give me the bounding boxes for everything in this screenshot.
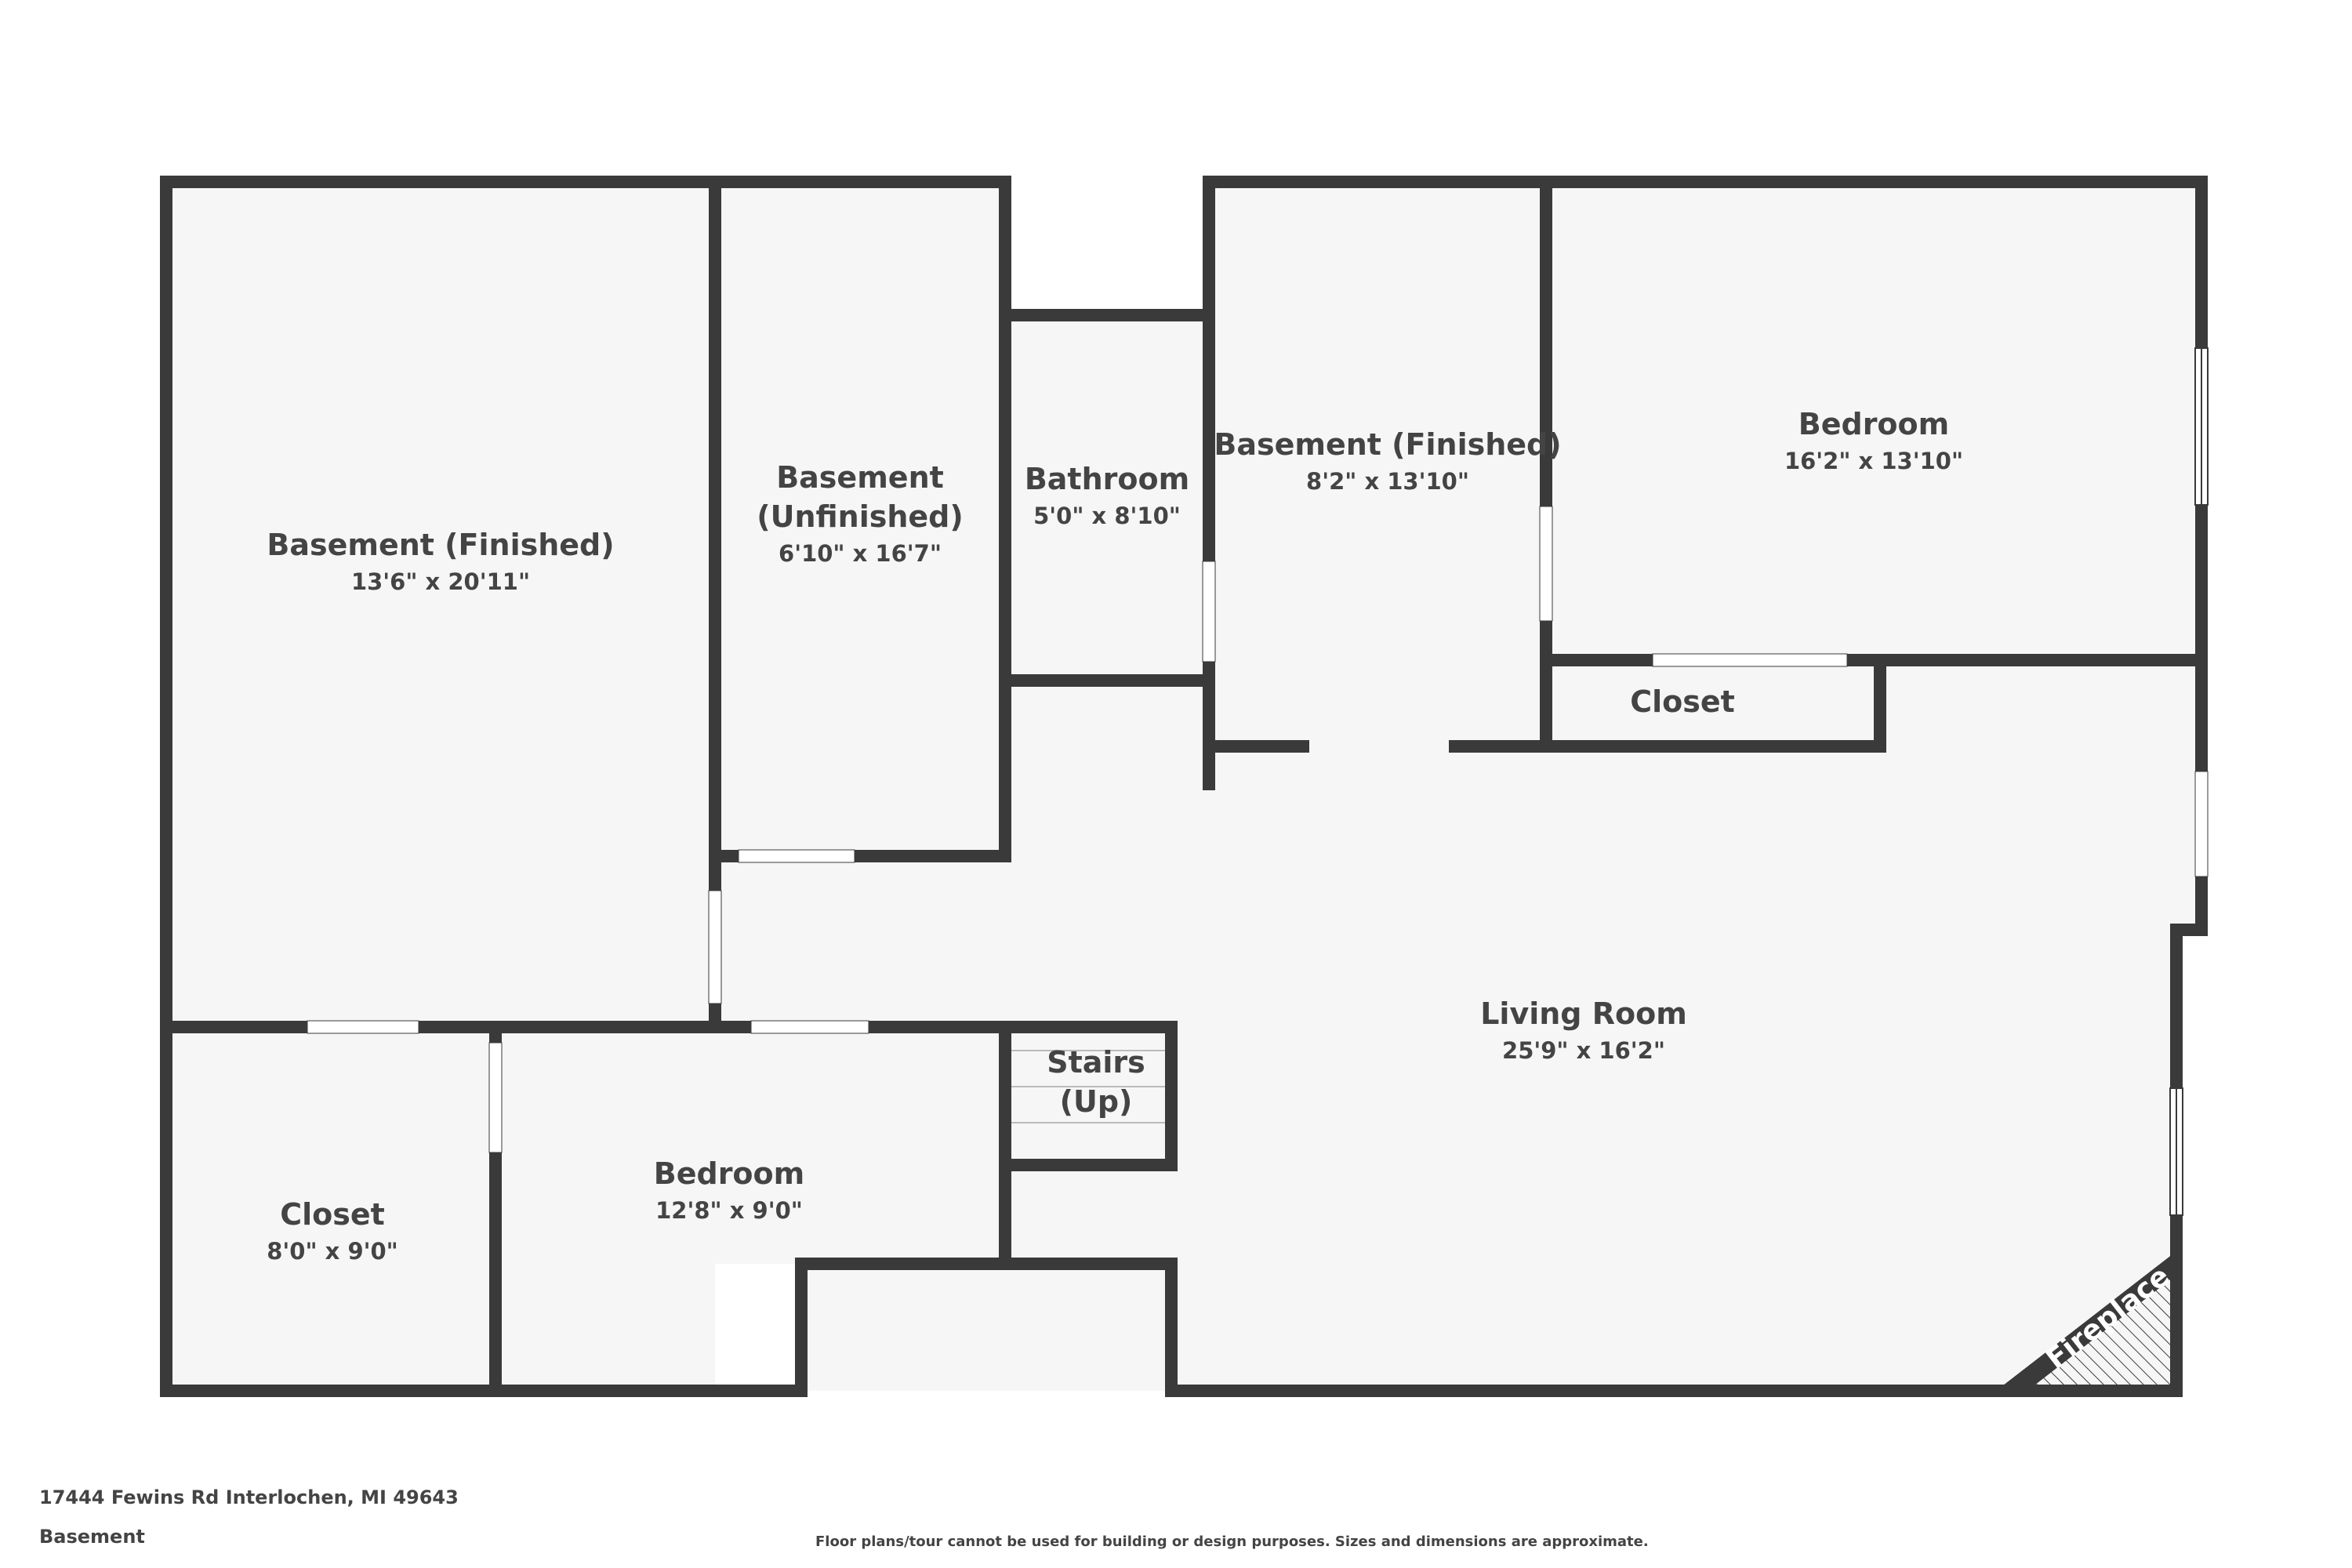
room-dims-living-room: 25'9" x 16'2" xyxy=(1502,1037,1665,1064)
room-dims-basement-finished-east: 8'2" x 13'10" xyxy=(1306,468,1469,495)
room-name-basement-unfinished-line2: (Unfinished) xyxy=(757,499,964,534)
room-dims-bathroom: 5'0" x 8'10" xyxy=(1033,503,1181,529)
floor-level-label: Basement xyxy=(39,1526,145,1548)
walls xyxy=(160,176,2208,1397)
room-name-basement-finished-west: Basement (Finished) xyxy=(267,528,614,562)
floor-areas xyxy=(166,182,2201,1391)
room-name-bedroom-east: Bedroom xyxy=(1798,407,1950,441)
room-name-basement-unfinished-line1: Basement xyxy=(776,460,944,495)
room-dims-closet-west: 8'0" x 9'0" xyxy=(267,1238,398,1265)
room-dims-bedroom-east: 16'2" x 13'10" xyxy=(1784,448,1963,474)
property-address: 17444 Fewins Rd Interlochen, MI 49643 xyxy=(39,1486,459,1508)
windows xyxy=(2169,347,2209,1216)
room-name-bedroom-south: Bedroom xyxy=(654,1156,805,1191)
room-dims-basement-finished-west: 13'6" x 20'11" xyxy=(351,568,530,595)
room-name-living-room: Living Room xyxy=(1480,996,1687,1031)
room-name-stairs-line2: (Up) xyxy=(1060,1084,1133,1119)
openings xyxy=(307,506,2209,1153)
room-name-closet-east: Closet xyxy=(1630,684,1735,719)
disclaimer-text: Floor plans/tour cannot be used for buil… xyxy=(815,1534,1649,1550)
room-dims-bedroom-south: 12'8" x 9'0" xyxy=(655,1197,803,1224)
room-name-bathroom: Bathroom xyxy=(1025,462,1189,496)
room-name-closet-west: Closet xyxy=(280,1197,385,1232)
fireplace-band xyxy=(1996,1251,2176,1391)
room-dims-basement-unfinished: 6'10" x 16'7" xyxy=(779,540,942,567)
room-name-basement-finished-east: Basement (Finished) xyxy=(1214,427,1561,462)
room-name-stairs-line1: Stairs xyxy=(1047,1045,1145,1080)
stair-treads xyxy=(1011,1050,1165,1123)
